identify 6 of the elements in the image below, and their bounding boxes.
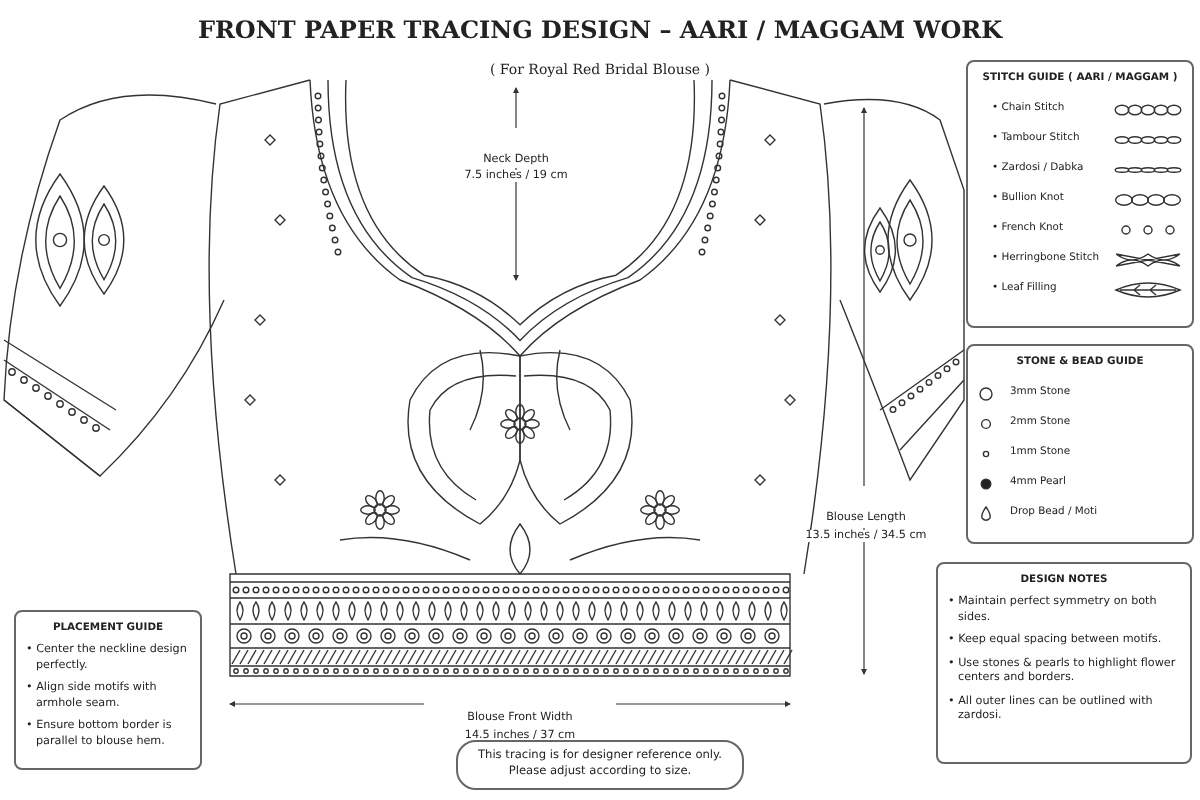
stitch-guide-panel: [966, 60, 1194, 328]
title: FRONT PAPER TRACING DESIGN – AARI / MAGGAM WORK: [197, 16, 1003, 44]
note-box: [456, 740, 744, 790]
design-notes-panel: [936, 562, 1192, 764]
stone-guide-panel: [966, 344, 1194, 544]
placement-guide-panel: [14, 610, 202, 770]
